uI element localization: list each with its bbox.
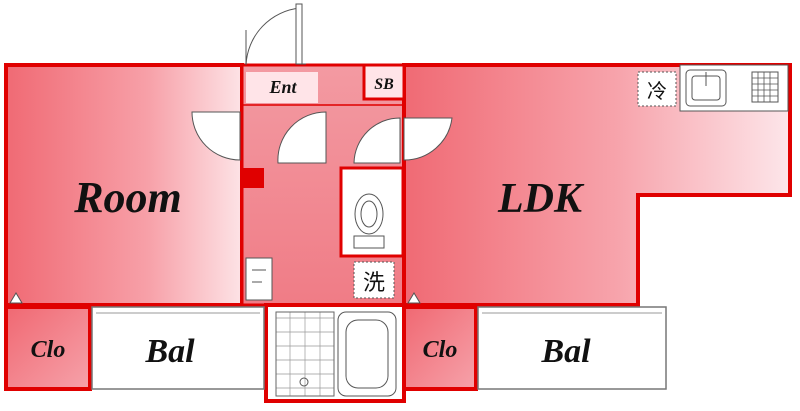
stove-icon — [751, 71, 779, 103]
balcony-right: Bal — [477, 306, 667, 390]
bathtub-icon — [337, 311, 397, 397]
entrance-floor — [246, 72, 318, 103]
entrance-door — [245, 3, 306, 66]
door-swings — [191, 111, 453, 164]
pillar — [242, 168, 264, 188]
marker-triangle-icon — [407, 292, 421, 304]
closet-right: Clo — [402, 305, 478, 391]
ldk-label: LDK — [497, 176, 585, 222]
toilet-room — [339, 166, 405, 258]
marker-triangle-icon — [9, 292, 23, 304]
shoe-box-label: SB — [374, 76, 394, 93]
closet-right-label: Clo — [423, 337, 458, 363]
toilet-tank-icon — [353, 235, 385, 249]
shoe-box: SB — [362, 63, 406, 101]
sink-icon — [685, 69, 727, 107]
refrigerator-label: 冷 — [647, 79, 667, 103]
balcony-left-label: Bal — [144, 333, 195, 370]
balcony-right-label: Bal — [540, 333, 591, 370]
balcony-left: Bal — [91, 306, 265, 390]
room-area — [4, 63, 244, 307]
closet-left: Clo — [4, 305, 92, 391]
closet-left-label: Clo — [31, 337, 66, 363]
room-label: Room — [73, 173, 182, 222]
entrance-label: Ent — [268, 77, 297, 97]
refrigerator-space: 冷 — [637, 71, 677, 107]
shower-icon — [299, 377, 309, 387]
bathroom — [264, 303, 406, 403]
wash-basin — [245, 257, 273, 301]
kitchen-counter — [679, 64, 789, 112]
washer-label: 洗 — [363, 271, 385, 296]
toilet-icon — [354, 193, 384, 235]
washer-space: 洗 — [353, 261, 395, 299]
